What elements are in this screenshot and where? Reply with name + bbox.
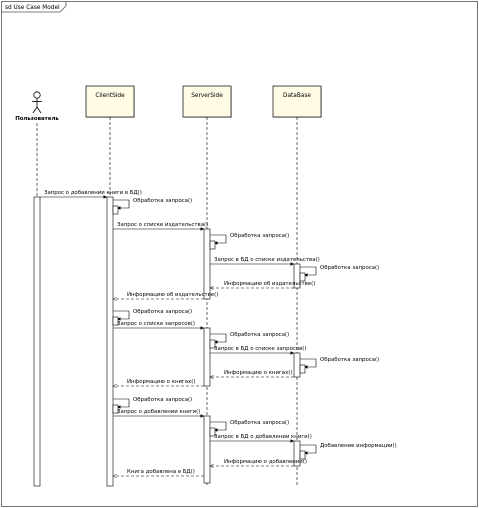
self-call-arrow (300, 444, 317, 455)
message-label: Обработка запроса() (230, 420, 289, 426)
self-call-arrow (210, 333, 227, 344)
self-call-activation (209, 427, 216, 437)
frame-title-tab (1, 1, 67, 13)
message-label: Запрос в БД о добавлении книги() (214, 434, 312, 440)
self-call-activation (209, 240, 216, 250)
self-call-arrow (300, 358, 317, 369)
message-label: Информацию об издательстве() (127, 292, 218, 298)
message-label: Обработка запроса() (230, 233, 289, 239)
lifeline-label-clientside: ClientSide (95, 93, 125, 99)
self-call-arrow (113, 398, 130, 409)
message-label: Запрос о добавлении книги() (117, 409, 200, 415)
self-call-arrow (210, 234, 227, 245)
self-call-activation (299, 364, 306, 374)
message-label: Обработка запроса() (133, 309, 192, 315)
self-call-arrow (210, 421, 227, 432)
message-label: Запрос о списке издательства() (117, 222, 208, 228)
self-call-activation (112, 316, 119, 326)
self-call-activation (209, 339, 216, 349)
message-label: Запрос в БД о списке запросов() (214, 346, 307, 352)
actor-name: Пользователь (15, 116, 59, 122)
lifeline-label-database: DataBase (283, 93, 311, 99)
actor-activation (33, 196, 41, 487)
self-call-activation (112, 205, 119, 215)
lifeline-box-clientside (85, 85, 135, 118)
activation-bar (203, 415, 211, 484)
lifeline-label-serverside: ServerSide (191, 93, 223, 99)
message-label: Обработка запроса() (230, 332, 289, 338)
message-label: Информацию о книгах() (127, 379, 196, 385)
message-label: Обработка запроса() (133, 198, 192, 204)
message-label: Обработка запроса() (320, 357, 379, 363)
activation-bar (293, 352, 301, 378)
message-label: Запрос о списке запросов() (117, 321, 195, 327)
self-call-activation (299, 272, 306, 282)
message-label: Обработка запроса() (133, 397, 192, 403)
message-label: Добавление информации() (320, 443, 397, 449)
self-call-arrow (113, 199, 130, 210)
message-label: Информацию о книгах() (224, 370, 293, 376)
actor-leg-icon (32, 106, 38, 114)
self-call-activation (299, 450, 306, 460)
activation-bar (203, 228, 211, 300)
message-label: Книга добавлена в БД() (127, 469, 195, 475)
message-label: Обработка запроса() (320, 265, 379, 271)
message-label: Запрос о добавлении книги в БД() (44, 190, 142, 196)
actor-leg-icon (36, 106, 42, 114)
frame-title: sd Use Case Model (5, 5, 60, 11)
activation-bar (106, 196, 114, 487)
lifeline-box-serverside (182, 85, 232, 118)
self-call-arrow (300, 266, 317, 277)
activation-bar (203, 327, 211, 387)
message-label: Информацию об издательстве() (224, 281, 315, 287)
message-label: Запрос в БД о списке издательства() (214, 257, 320, 263)
lifeline-box-database (272, 85, 322, 118)
actor-head-icon (33, 91, 41, 99)
message-label: Информацию о добавлении() (224, 459, 307, 465)
self-call-arrow (113, 310, 130, 321)
self-call-activation (112, 404, 119, 414)
